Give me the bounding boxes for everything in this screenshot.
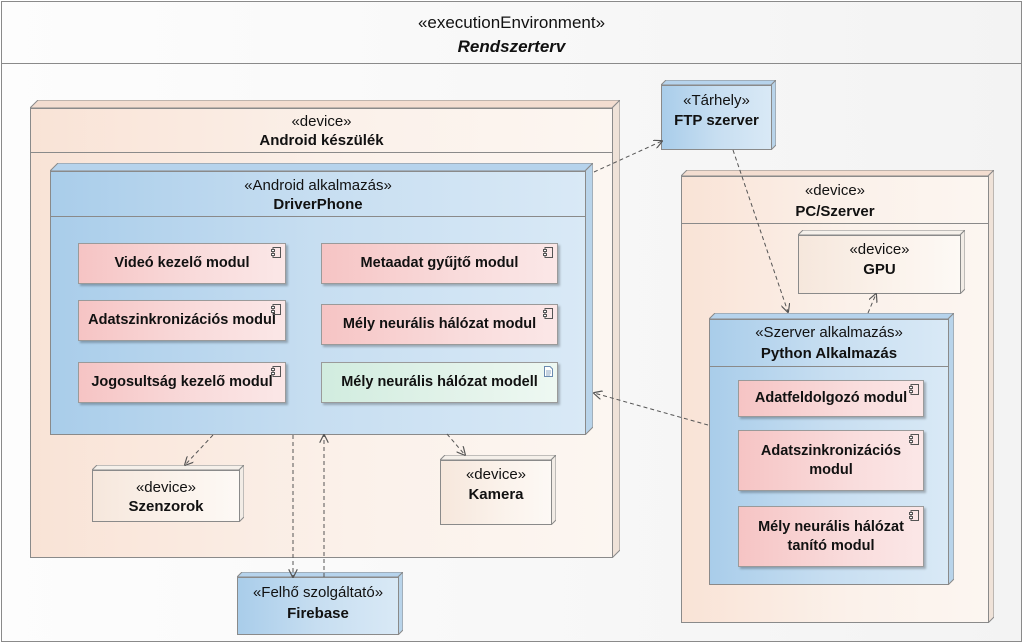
component-icon (909, 510, 919, 521)
sensors-node[interactable]: «device» Szenzorok (92, 465, 244, 522)
server-app-name: Python Alkalmazás (760, 345, 898, 362)
component-icon (543, 247, 553, 258)
ftp-node[interactable]: «Tárhely» FTP szerver (661, 80, 776, 150)
component-server-data-sync[interactable]: Adatszinkronizációs modul (738, 430, 924, 491)
environment-name: Rendszerterv (457, 37, 566, 56)
camera-name: Kamera (468, 486, 524, 503)
component-metadata-collector[interactable]: Metaadat gyűjtő modul (321, 243, 558, 284)
component-permission-handler[interactable]: Jogosultság kezelő modul (78, 362, 286, 403)
component-data-sync[interactable]: Adatszinkronizációs modul (78, 300, 286, 341)
ftp-name: FTP szerver (674, 112, 759, 129)
gpu-stereotype: «device» (849, 241, 910, 258)
ftp-stereotype: «Tárhely» (683, 92, 750, 109)
component-label: Mély neurális hálózat tanító modul (758, 519, 904, 554)
component-label: Metaadat gyűjtő modul (360, 255, 519, 272)
firebase-stereotype: «Felhő szolgáltató» (252, 584, 384, 601)
gpu-node[interactable]: «device» GPU (798, 230, 965, 294)
pc-server-stereotype: «device» (804, 182, 866, 199)
component-icon (909, 384, 919, 395)
component-data-processor[interactable]: Adatfeldolgozó modul (738, 380, 924, 417)
android-device-name: Android készülék (259, 132, 384, 149)
firebase-node[interactable]: «Felhő szolgáltató» Firebase (237, 572, 403, 635)
android-app-stereotype: «Android alkalmazás» (244, 177, 392, 194)
android-app-name: DriverPhone (273, 196, 363, 213)
sensors-stereotype: «device» (135, 479, 197, 496)
server-app-stereotype: «Szerver alkalmazás» (755, 324, 903, 341)
artifact-dnn-model[interactable]: Mély neurális hálózat modell (321, 362, 558, 403)
android-device-stereotype: «device» (291, 113, 352, 130)
component-video-handler[interactable]: Videó kezelő modul (78, 243, 286, 284)
pc-server-name: PC/Szerver (795, 203, 875, 220)
artifact-label: Mély neurális hálózat modell (341, 374, 538, 391)
firebase-name: Firebase (287, 605, 349, 622)
camera-node[interactable]: «device» Kamera (440, 455, 556, 525)
component-label: Jogosultság kezelő modul (91, 374, 273, 391)
document-icon (544, 366, 553, 377)
camera-stereotype: «device» (465, 466, 527, 483)
component-icon (543, 308, 553, 319)
component-label: Mély neurális hálózat modul (342, 316, 537, 333)
component-dnn-module[interactable]: Mély neurális hálózat modul (321, 304, 558, 345)
component-label: Adatszinkronizációs modul (88, 312, 276, 329)
component-label: Adatfeldolgozó modul (754, 390, 908, 407)
component-icon (271, 366, 281, 377)
component-icon (271, 304, 281, 315)
environment-stereotype: «executionEnvironment» (417, 13, 606, 32)
component-label: Adatszinkronizációs modul (760, 443, 902, 478)
gpu-name: GPU (863, 261, 896, 278)
component-icon (271, 247, 281, 258)
environment-header: «executionEnvironment» Rendszerterv (1, 1, 1022, 64)
component-dnn-trainer[interactable]: Mély neurális hálózat tanító modul (738, 506, 924, 567)
component-label: Videó kezelő modul (114, 255, 250, 272)
sensors-name: Szenzorok (128, 498, 204, 515)
component-icon (909, 434, 919, 445)
